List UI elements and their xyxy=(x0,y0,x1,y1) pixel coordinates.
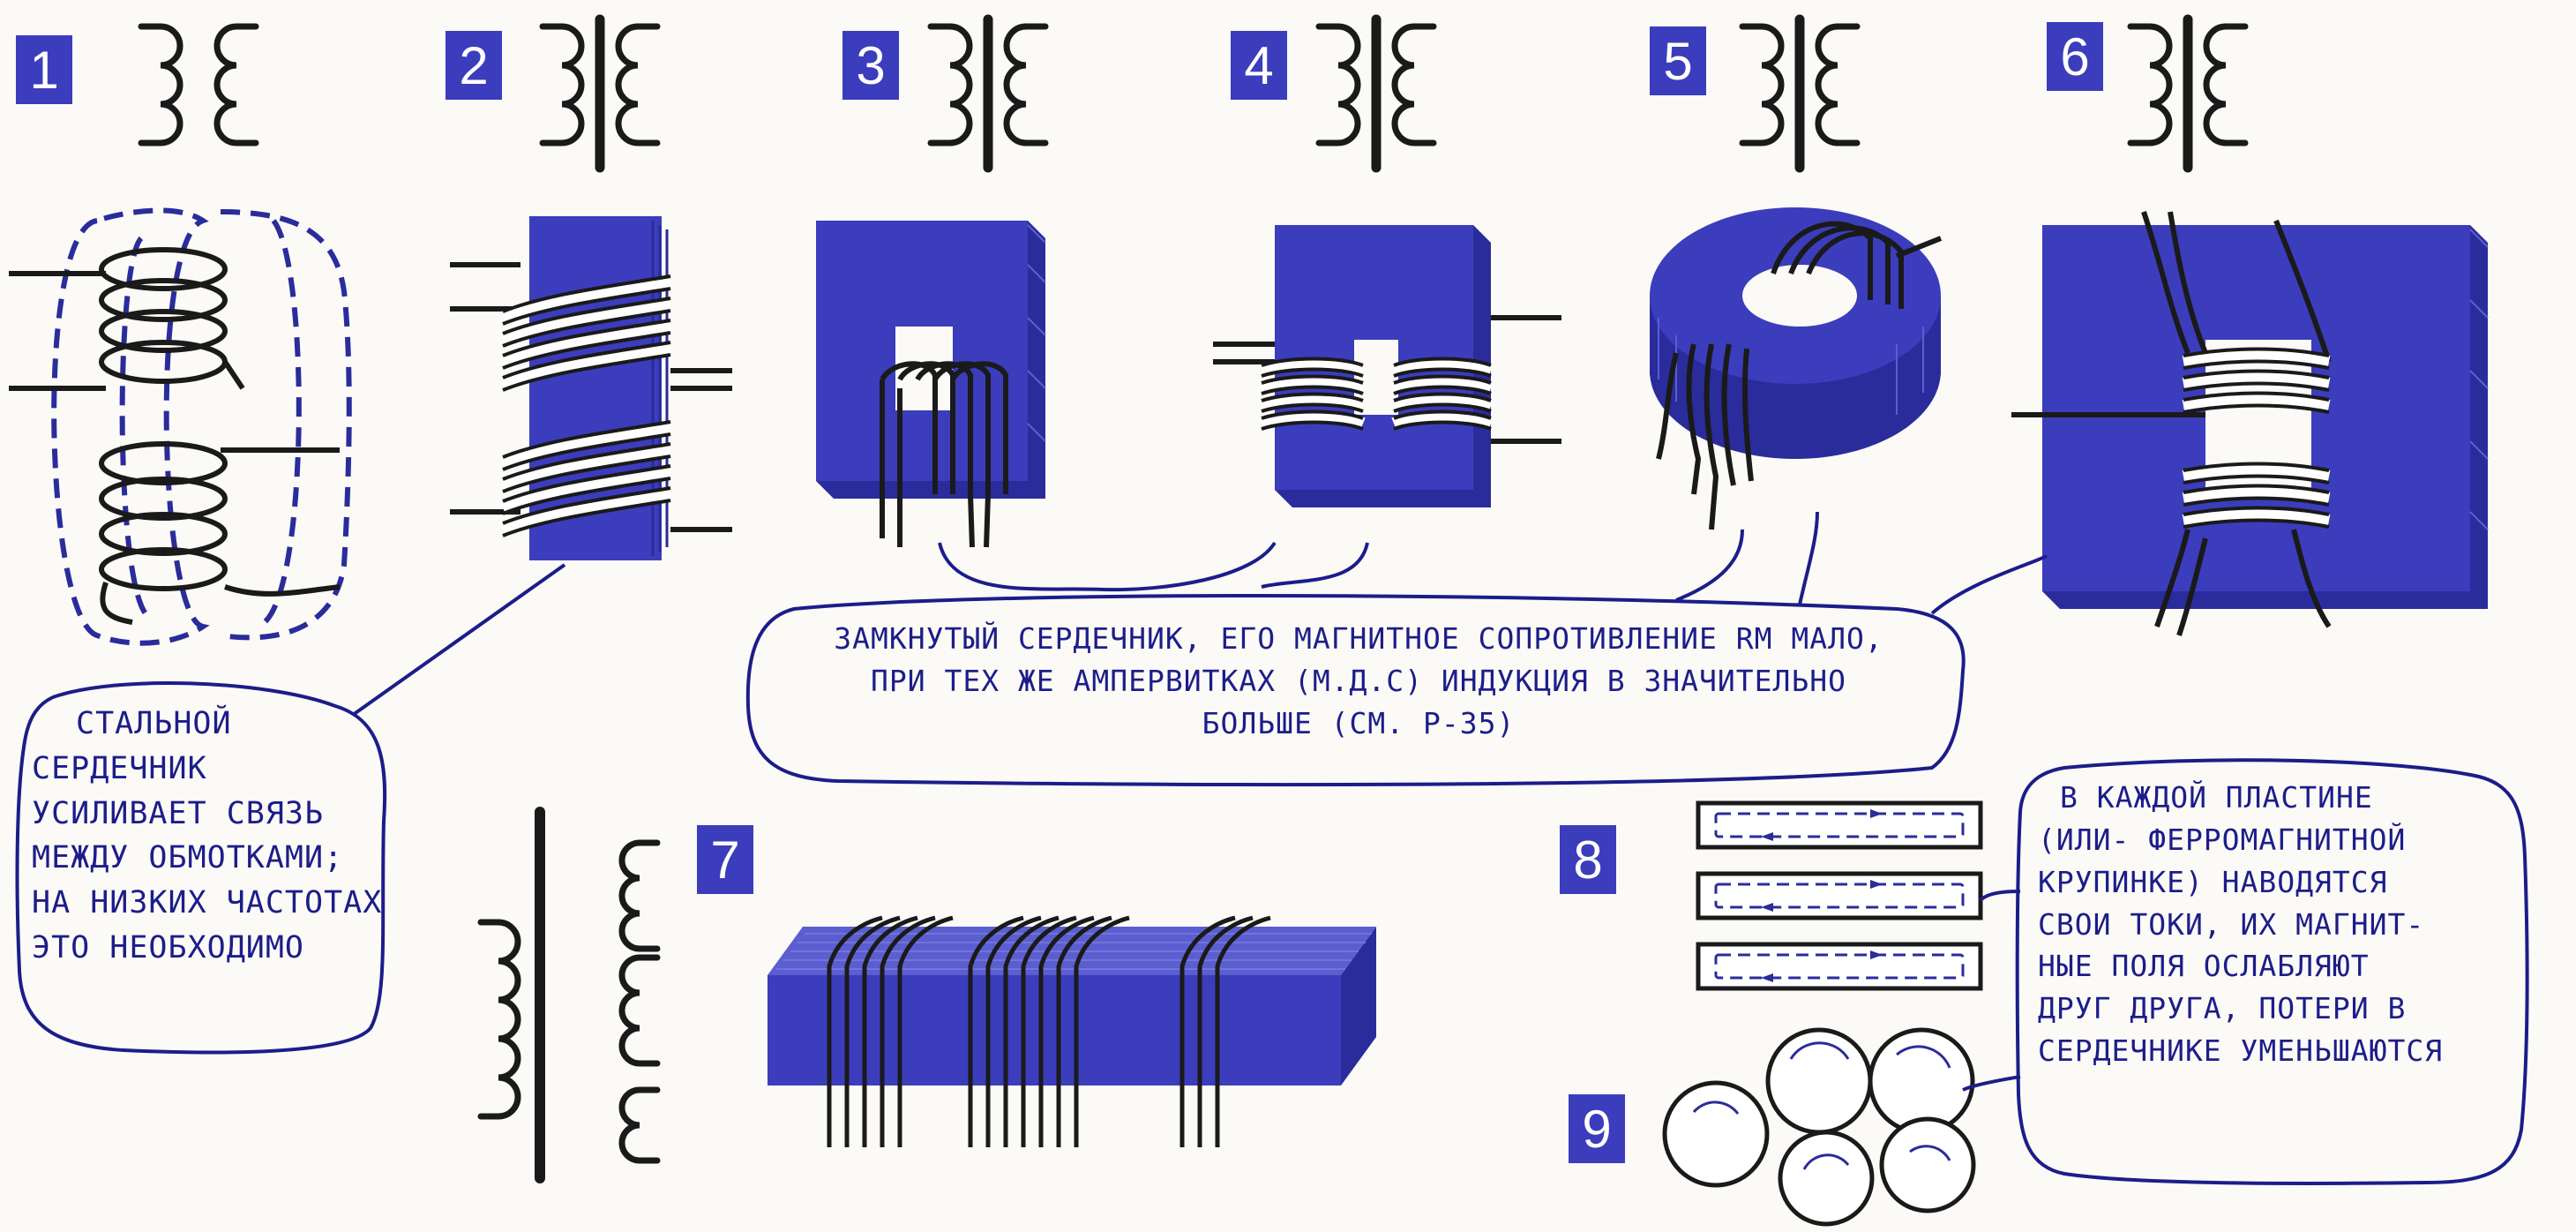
badge-2: 2 xyxy=(446,31,502,100)
callout-steel-line-4: между обмотками; xyxy=(32,840,344,876)
symbol-iron-core-5 xyxy=(1739,14,1861,173)
fig8-plates xyxy=(1696,800,1983,991)
callout-closed-line-2: при тех же ампервитках (м.д.с) индукция … xyxy=(871,663,1846,698)
fig7-laminated-bar xyxy=(768,915,1376,1147)
callout-eddy-line-6: друг друга, потери в xyxy=(2038,991,2407,1026)
symbol-iron-core-3 xyxy=(927,14,1049,173)
badge-3: 3 xyxy=(842,31,899,100)
callout-eddy-line-4: свои токи, их магнит- xyxy=(2038,906,2425,942)
callout-eddy-line-3: крупинке) наводятся xyxy=(2038,864,2388,899)
badge-7: 7 xyxy=(697,825,753,894)
badge-6: 6 xyxy=(2047,22,2103,91)
badge-8: 8 xyxy=(1560,825,1616,894)
badge-4: 4 xyxy=(1231,31,1287,100)
fig1-air-coils xyxy=(9,207,352,646)
symbol-multi-winding xyxy=(477,807,661,1183)
callout-steel-line-1: Стальной xyxy=(76,706,232,741)
symbol-iron-core-4 xyxy=(1315,14,1437,173)
fig2-rod-core xyxy=(450,216,732,560)
badge-1: 1 xyxy=(16,35,72,104)
callout-steel-line-5: на низких частотах xyxy=(32,885,383,920)
fig5-toroid-core xyxy=(1650,207,1943,530)
callout-outlines xyxy=(15,511,2529,1185)
fig6-large-core xyxy=(2011,211,2489,636)
callout-eddy-line-5: ные поля ослабляют xyxy=(2038,949,2370,984)
callout-eddy-line-7: сердечнике уменьшаются xyxy=(2038,1033,2444,1069)
callout-eddy-currents: В каждой пластине (или- ферромагнитной к… xyxy=(2038,777,2443,1072)
symbol-iron-core-6 xyxy=(2127,14,2249,173)
badge-5: 5 xyxy=(1650,26,1706,95)
symbol-air-core xyxy=(138,23,259,146)
callout-eddy-line-2: (или- ферромагнитной xyxy=(2038,822,2407,857)
callout-steel-core: Стальной сердечник усиливает связь между… xyxy=(32,702,382,971)
callout-eddy-line-1: В каждой пластине xyxy=(2060,780,2373,815)
callout-steel-line-6: это необходимо xyxy=(32,929,305,965)
callout-closed-line-3: больше (см. Р-35) xyxy=(1202,705,1516,740)
symbol-iron-core-2 xyxy=(539,14,661,173)
fig3-closed-core xyxy=(816,221,1046,548)
callout-closed-line-1: Замкнутый сердечник, его магнитное сопро… xyxy=(834,621,1883,656)
fig9-grains xyxy=(1662,1027,1976,1227)
callout-closed-core: Замкнутый сердечник, его магнитное сопро… xyxy=(768,618,1950,745)
callout-steel-line-2: сердечник xyxy=(32,750,207,786)
callout-steel-line-3: усиливает связь xyxy=(32,795,325,831)
fig4-two-coil-core xyxy=(1213,225,1561,507)
badge-9: 9 xyxy=(1569,1094,1625,1163)
